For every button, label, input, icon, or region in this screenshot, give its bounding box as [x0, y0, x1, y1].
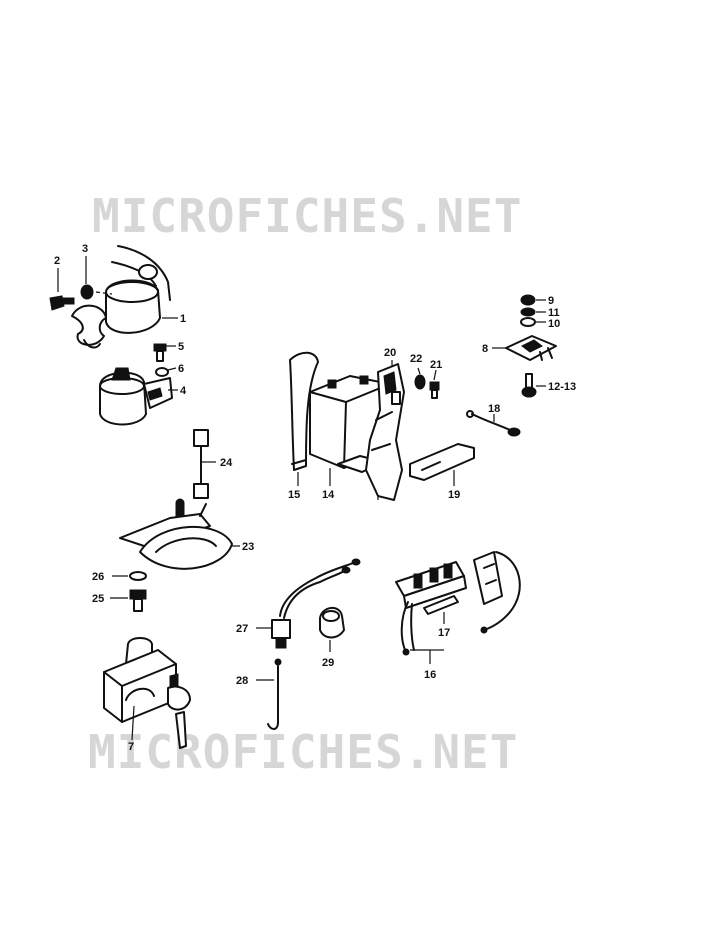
- callout-5: 5: [178, 341, 184, 353]
- watermark-bottom: MICROFICHES.NET: [88, 725, 518, 779]
- washer-part-6: [155, 367, 177, 377]
- fuse-box-part-16: [395, 551, 521, 664]
- callout-15: 15: [288, 489, 300, 501]
- callout-labels: 1 2 3 4 5 6 7 8 9 11 10 12-13 14 15 16 1…: [54, 243, 576, 753]
- washer-part-26: [112, 571, 147, 581]
- ignition-switch-part-1: [71, 245, 178, 349]
- callout-24: 24: [220, 457, 233, 469]
- battery-tray-part-19: [409, 443, 475, 486]
- callout-16: 16: [424, 669, 436, 681]
- wire-harness-part-27: [256, 558, 361, 649]
- callout-19: 19: [448, 489, 460, 501]
- washer-part-10: [520, 317, 546, 327]
- callout-3: 3: [82, 243, 88, 255]
- battery-holder-part-20: [365, 360, 405, 501]
- washer-part-3: [80, 256, 113, 300]
- callout-23: 23: [242, 541, 254, 553]
- callout-6: 6: [178, 363, 184, 375]
- callout-17: 17: [438, 627, 450, 639]
- bolt-part-12-13: [521, 373, 546, 398]
- bolt-part-2: [49, 268, 75, 311]
- horn-part-23: [119, 498, 240, 570]
- callout-25: 25: [92, 593, 104, 605]
- watermark-top: MICROFICHES.NET: [92, 189, 522, 243]
- callout-4: 4: [180, 385, 187, 397]
- grommet-part-29: [319, 607, 345, 652]
- screw-part-5: [153, 343, 176, 362]
- fuse-part-17: [423, 595, 459, 624]
- callout-22: 22: [410, 353, 422, 365]
- callout-28: 28: [236, 675, 248, 687]
- callout-29: 29: [322, 657, 334, 669]
- pin-part-28: [256, 658, 282, 730]
- battery-strap-part-15: [289, 351, 319, 486]
- callout-10: 10: [548, 318, 560, 330]
- washer-part-11: [520, 307, 546, 317]
- horn-bracket-part-24: [193, 429, 216, 499]
- callout-7: 7: [128, 741, 134, 753]
- callout-21: 21: [430, 359, 442, 371]
- lock-part-7: [103, 637, 191, 749]
- callout-1: 1: [180, 313, 186, 325]
- callout-18: 18: [488, 403, 500, 415]
- callout-2: 2: [54, 255, 60, 267]
- ground-wire-part-18: [466, 410, 521, 437]
- callout-11: 11: [548, 307, 560, 319]
- callout-8: 8: [482, 343, 488, 355]
- bolt-part-25: [110, 589, 147, 612]
- regulator-part-8: [492, 335, 557, 361]
- callout-26: 26: [92, 571, 104, 583]
- callout-20: 20: [384, 347, 396, 359]
- coil-part-4: [99, 367, 178, 426]
- callout-14: 14: [322, 489, 335, 501]
- nut-part-9: [520, 294, 546, 306]
- bolt-part-21: [429, 369, 440, 399]
- callout-27: 27: [236, 623, 248, 635]
- bolt-part-22: [414, 367, 426, 390]
- callout-9: 9: [548, 295, 554, 307]
- callout-12-13: 12-13: [548, 381, 576, 393]
